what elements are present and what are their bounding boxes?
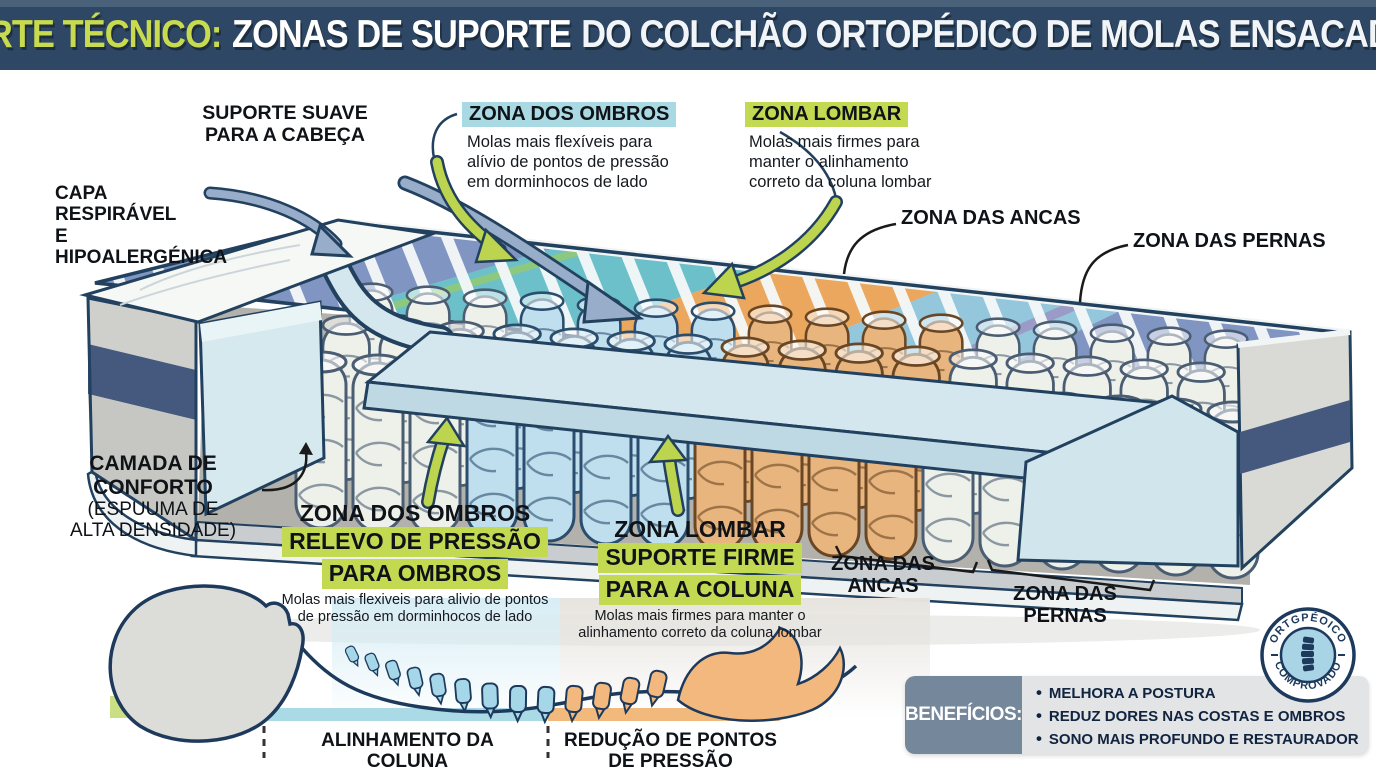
left-end-cap [79, 218, 438, 543]
cover-arrow [203, 186, 354, 258]
shoulder-bottom-title: ZONA DOS OMBROS [299, 500, 531, 526]
pointer-lines [261, 222, 1156, 592]
lumbar-bottom-hl2: PARA A COLUNA [598, 574, 802, 605]
spine-diagram [108, 584, 930, 758]
shoulder-zone-highlight: ZONA DOS OMBROS [462, 102, 677, 128]
label-legs-zone-top: ZONA DAS PERNAS [1133, 230, 1326, 252]
lumbar-zone-arrow-bottom [647, 433, 689, 517]
badge-spine-icon [1301, 636, 1315, 672]
label-shoulder-zone-top: ZONA DOS OMBROS [462, 102, 677, 128]
comfort-layer [321, 253, 1194, 490]
benefits-title: BENEFÍCIOS: [905, 676, 1022, 754]
legs-bracket [986, 559, 1156, 592]
benefit-item: SONO MAIS PROFUNDO E RESTAURADOR [1036, 729, 1359, 749]
shoulder-bottom-hl2: PARA OMBROS [321, 558, 509, 589]
right-end-cap [1236, 329, 1354, 572]
label-spine-alignment: ALINHAMENTO DA COLUNA [321, 730, 494, 768]
comfort-pointer [261, 451, 308, 492]
label-legs-zone-bottom: ZONA DAS PERNAS [1013, 583, 1117, 628]
title-rest: DO COLCHÃO ORTOPÉDICO DE MOLAS ENSACADAS [581, 13, 1376, 56]
lumbar-bottom-hl1: SUPORTE FIRME [598, 542, 802, 573]
legs-top-pointer [1078, 243, 1129, 303]
label-hips-zone-bottom: ZONA DAS ANCAS [831, 553, 935, 598]
comfort-pointer-head [299, 442, 313, 455]
orthopedic-badge: ORTGPÉOICO COMPROVADO [1260, 607, 1356, 703]
benefit-item: MELHORA A POSTURA [1036, 683, 1359, 703]
label-cover: CAPA RESPIRÁVEL E HIPOALERGÉNICA [55, 183, 228, 268]
right-foam-block [1016, 394, 1240, 568]
label-comfort-layer: CAMADA DE CONFORTO (ESPUUMA DE ALTA DENS… [69, 452, 237, 542]
label-head-support: SUPORTE SUAVE PARA A CABEÇA [202, 102, 368, 146]
shoulder-zone-arrow-bottom [421, 415, 467, 509]
block-shoulder-zone-bottom: ZONA DOS OMBROS RELEVO DE PRESSÃO PARA O… [265, 500, 565, 627]
lumbar-bottom-title: ZONA LOMBAR [614, 516, 786, 542]
benefit-item: REDUZ DORES NAS COSTAS E OMBROS [1036, 706, 1359, 726]
head-profile [108, 584, 305, 743]
sacrum [676, 626, 845, 722]
desc-lumbar-zone-top: Molas mais firmes para manter o alinhame… [749, 133, 932, 192]
title-strong: ZONAS DE SUPORTE [231, 13, 572, 56]
hips-bracket [834, 545, 979, 574]
spine-vertebrae [343, 626, 845, 724]
label-hips-zone-top: ZONA DAS ANCAS [901, 207, 1081, 229]
head-support-arrow [397, 175, 645, 324]
shoulder-zone-arrow-top [430, 112, 519, 264]
desc-shoulder-zone-top: Molas mais flexíveis para alívio de pont… [467, 133, 669, 192]
shoulder-bottom-hl1: RELEVO DE PRESSÃO [282, 526, 548, 557]
label-pressure-reduction: REDUÇÃO DE PONTOS DE PRESSÃO [564, 730, 777, 768]
lumbar-zone-arrow-top [701, 130, 843, 300]
hips-top-pointer [842, 222, 897, 275]
title-accent: CORTE TÉCNICO: [0, 13, 222, 56]
lumbar-zone-highlight: ZONA LOMBAR [745, 102, 909, 128]
label-lumbar-zone-top: ZONA LOMBAR [745, 102, 909, 128]
block-lumbar-zone-bottom: ZONA LOMBAR SUPORTE FIRME PARA A COLUNA … [555, 516, 845, 643]
